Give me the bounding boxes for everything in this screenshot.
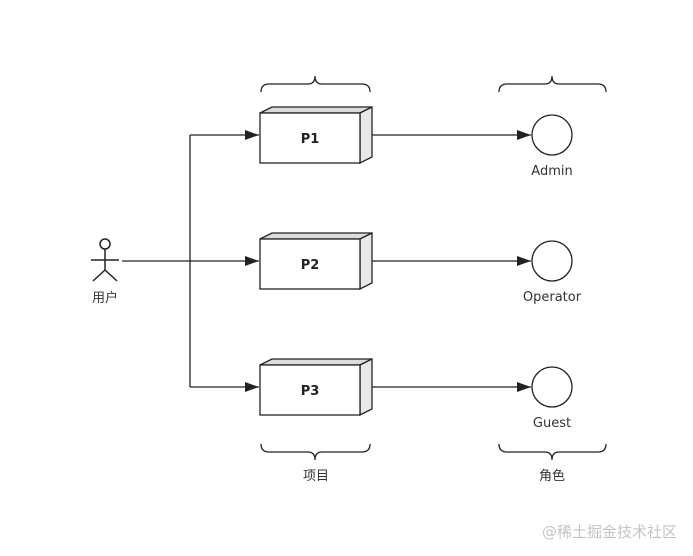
role-label-guest: Guest — [533, 416, 571, 431]
projects-bottom-brace — [260, 443, 371, 461]
watermark-text: @稀土掘金技术社区 — [542, 523, 677, 541]
p3-front-face — [259, 364, 361, 416]
project-label-p3: P3 — [301, 384, 320, 399]
roles-group-label: 角色 — [539, 468, 565, 484]
project-box-p3 — [259, 357, 373, 417]
p2-top-face — [259, 232, 373, 240]
role-circle-guest — [531, 366, 573, 408]
project-label-p2: P2 — [301, 258, 320, 273]
p3-side-face — [359, 357, 373, 417]
p3-top-face — [259, 358, 373, 366]
p1-front-face — [259, 112, 361, 164]
actor-right-leg — [104, 269, 118, 282]
role-circle-admin — [531, 114, 573, 156]
roles-bottom-brace — [498, 443, 607, 461]
actor-head — [99, 238, 111, 250]
projects-group-label: 项目 — [303, 469, 329, 484]
role-connectors — [372, 130, 531, 392]
braces — [260, 75, 607, 461]
actor-connectors — [122, 130, 259, 392]
role-circle-operator — [531, 240, 573, 282]
actor-label: 用户 — [92, 290, 118, 306]
role-label-admin: Admin — [531, 164, 572, 179]
p2-front-face — [259, 238, 361, 290]
project-box-p2 — [259, 231, 373, 291]
role-label-operator: Operator — [523, 290, 582, 305]
p1-side-face — [359, 105, 373, 165]
p2-side-face — [359, 231, 373, 291]
actor-left-leg — [92, 269, 106, 282]
p1-top-face — [259, 106, 373, 114]
projects-top-brace — [260, 75, 371, 93]
project-label-p1: P1 — [301, 132, 320, 147]
roles-top-brace — [498, 75, 607, 93]
project-box-p1 — [259, 105, 373, 165]
user-actor — [91, 238, 119, 282]
